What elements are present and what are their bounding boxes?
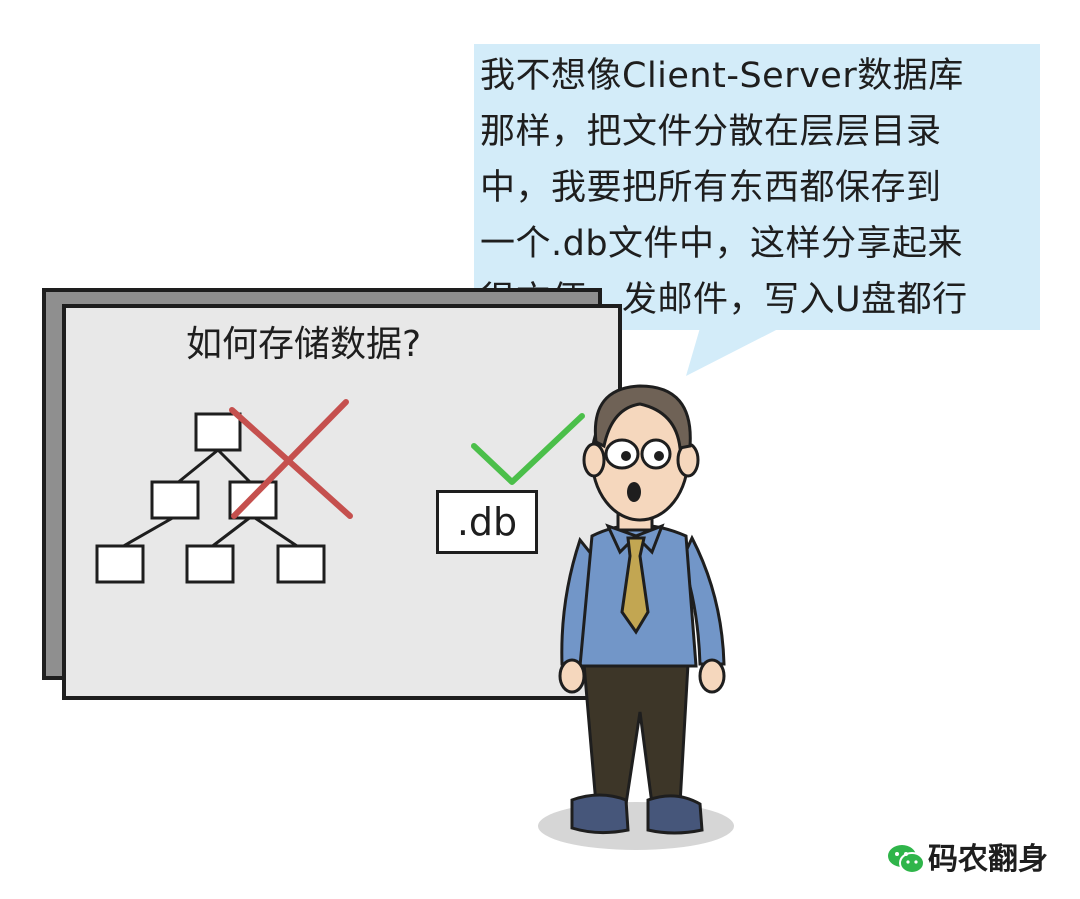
tree-node [95, 544, 145, 584]
db-file-box [436, 490, 538, 554]
bubble-line: 那样，把文件分散在层层目录 [480, 112, 942, 152]
checkmark-icon [471, 413, 585, 485]
right-shoe [646, 794, 704, 835]
right-hand [698, 658, 726, 694]
trousers [582, 662, 690, 806]
board-title: 如何存储数据? [186, 324, 422, 365]
hair [593, 384, 692, 450]
db-file-label: .db [456, 500, 518, 544]
bubble-line: 一个.db文件中，这样分享起来 [480, 224, 964, 264]
cross-icon [229, 399, 353, 519]
tree-node [194, 412, 242, 452]
brand-watermark: 码农翻身 [928, 842, 1048, 877]
bubble-line: 我不想像Client-Server数据库 [480, 56, 964, 96]
tree-node [185, 544, 235, 584]
left-ear [582, 442, 606, 478]
wechat-icon [888, 845, 925, 874]
speech-bubble-text: 我不想像Client-Server数据库 那样，把文件分散在层层目录 中，我要把… [480, 48, 1040, 328]
tree-node [150, 480, 200, 520]
speech-bubble [474, 44, 1040, 330]
mouth [627, 482, 641, 502]
necktie [620, 536, 650, 635]
left-shoe [570, 793, 630, 835]
ground-shadow [538, 802, 734, 850]
tree-node [276, 544, 326, 584]
bubble-line: 中，我要把所有东西都保存到 [480, 168, 942, 208]
left-hand [558, 658, 586, 694]
